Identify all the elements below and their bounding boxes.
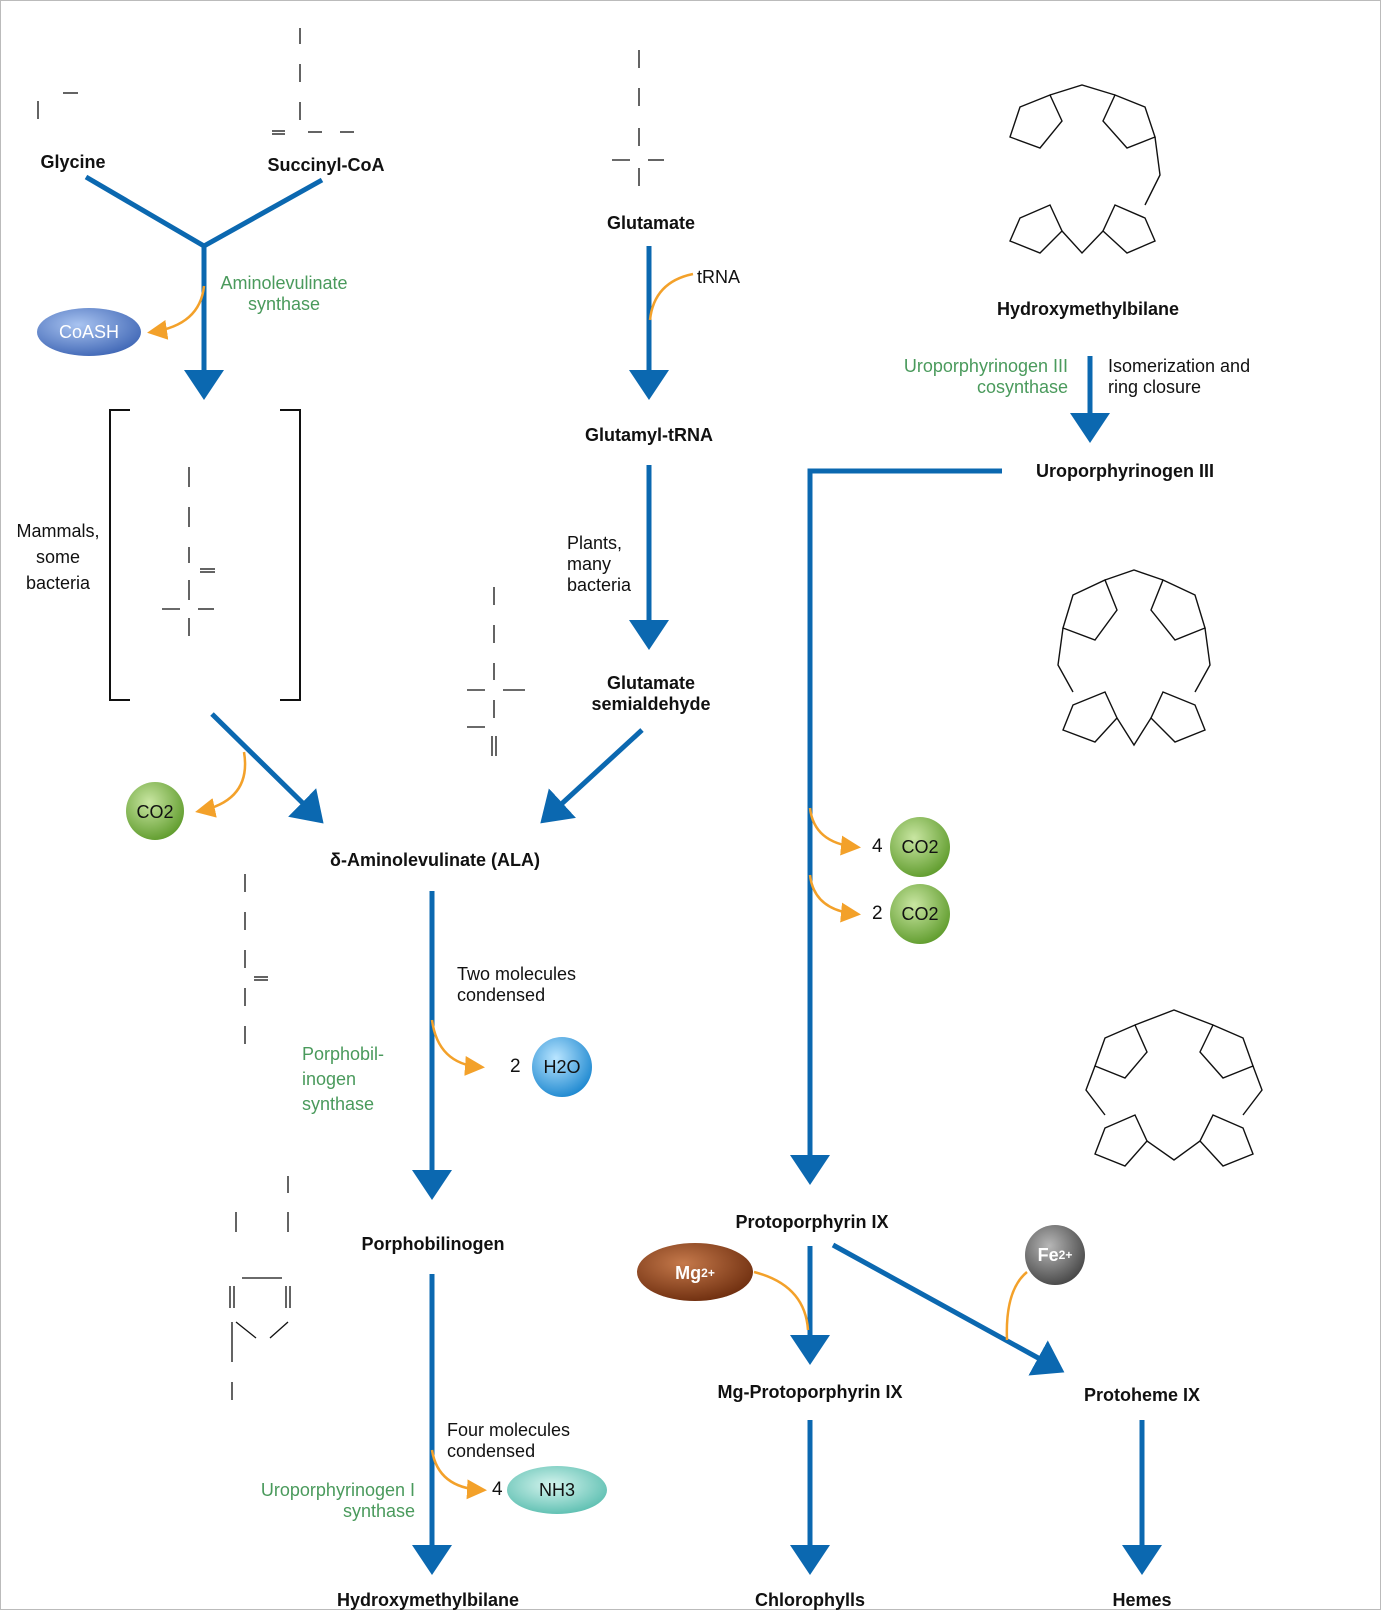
co2-bubble-4 xyxy=(890,817,950,877)
fe-label: Fe xyxy=(1037,1244,1059,1265)
co2-release-arrow-2 xyxy=(808,874,861,923)
enzyme-uroporphyrinogen-i-synthase: Uroporphyrinogen I synthase xyxy=(260,1480,415,1521)
h2o-release-arrow xyxy=(430,1019,485,1076)
coash-label: CoASH xyxy=(58,321,120,342)
note-isomerization: Isomerization and ring closure xyxy=(1108,356,1251,397)
note-trna: tRNA xyxy=(697,267,741,287)
coash-bubble xyxy=(37,308,141,356)
co2-label-4: CO2 xyxy=(901,836,939,857)
note-plants: Plants, many bacteria xyxy=(567,533,632,595)
co2-release-arrow xyxy=(195,751,247,818)
h2o-label: H2O xyxy=(543,1056,581,1077)
fe-input-arrow xyxy=(1005,1271,1028,1341)
co2-count-2: 2 xyxy=(872,903,883,924)
co2-label-2: CO2 xyxy=(901,903,939,924)
arrow-to-protoheme xyxy=(831,1242,1065,1376)
arrow-to-protoporphyrin xyxy=(790,468,1002,1185)
mg-bubble xyxy=(637,1243,753,1301)
note-two-molecules: Two molecules condensed xyxy=(457,964,577,1005)
co2-bubble-2 xyxy=(890,884,950,944)
mg-charge: 2+ xyxy=(701,1266,715,1280)
compound-uroporphyrinogen-iii: Uroporphyrinogen III xyxy=(1036,461,1214,481)
main-arrows xyxy=(84,174,1162,1575)
enzyme-uroporphyrinogen-iii-cosynthase: Uroporphyrinogen III cosynthase xyxy=(903,356,1068,397)
enzyme-aminolevulinate-synthase: Aminolevulinate synthase xyxy=(220,273,348,314)
compound-glutamyl-trna: Glutamyl-tRNA xyxy=(584,425,714,445)
intermediate-bracket xyxy=(109,409,301,701)
compound-mg-protoporphyrin-ix: Mg-Protoporphyrin IX xyxy=(717,1382,903,1402)
h2o-count: 2 xyxy=(510,1056,521,1077)
arrow-plant-to-ala xyxy=(540,728,644,824)
mg-input-arrow xyxy=(753,1270,810,1331)
coash-release-arrow xyxy=(147,285,206,340)
co2-label: CO2 xyxy=(136,801,174,822)
side-arrows xyxy=(147,272,1028,1500)
compound-glutamate-semialdehyde: Glutamate semialdehyde xyxy=(591,673,711,714)
co2-bubble xyxy=(126,782,184,840)
co2-release-arrow-4 xyxy=(808,807,861,856)
compound-chlorophylls: Chlorophylls xyxy=(754,1590,866,1610)
trna-input-arrow xyxy=(648,272,694,321)
compound-ala: δ-Aminolevulinate (ALA) xyxy=(330,850,540,870)
compound-hydroxymethylbilane-bottom: Hydroxymethylbilane xyxy=(336,1590,520,1610)
compound-protoheme-ix: Protoheme IX xyxy=(1083,1385,1201,1405)
structure-bonds xyxy=(37,28,664,1400)
nh3-bubble xyxy=(507,1466,607,1514)
fe-charge: 2+ xyxy=(1058,1248,1073,1262)
compound-glycine: Glycine xyxy=(40,152,106,172)
note-four-molecules: Four molecules condensed xyxy=(447,1420,571,1461)
arrow-mammal-to-ala xyxy=(210,712,324,824)
compound-protoporphyrin-ix: Protoporphyrin IX xyxy=(735,1212,889,1232)
nh3-count: 4 xyxy=(492,1479,503,1500)
compound-succinyl-coa: Succinyl-CoA xyxy=(267,155,385,175)
enzyme-porphobilinogen-synthase: Porphobil- inogen synthase xyxy=(302,1044,385,1114)
nh3-release-arrow xyxy=(430,1449,487,1500)
macrocycle-sketches xyxy=(1009,84,1263,1167)
h2o-bubble xyxy=(532,1037,592,1097)
nh3-label: NH3 xyxy=(538,1479,575,1500)
fe-bubble xyxy=(1025,1225,1085,1285)
glycine-branch-line xyxy=(84,174,206,249)
compound-porphobilinogen: Porphobilinogen xyxy=(361,1234,505,1254)
mg-label: Mg xyxy=(675,1262,702,1283)
succinyl-branch-line xyxy=(202,177,324,249)
compound-hemes: Hemes xyxy=(1112,1590,1172,1610)
co2-count-4: 4 xyxy=(872,836,883,857)
compound-glutamate: Glutamate xyxy=(606,213,696,233)
note-mammals: Mammals, some bacteria xyxy=(16,521,100,593)
compound-hydroxymethylbilane-top: Hydroxymethylbilane xyxy=(996,299,1180,319)
